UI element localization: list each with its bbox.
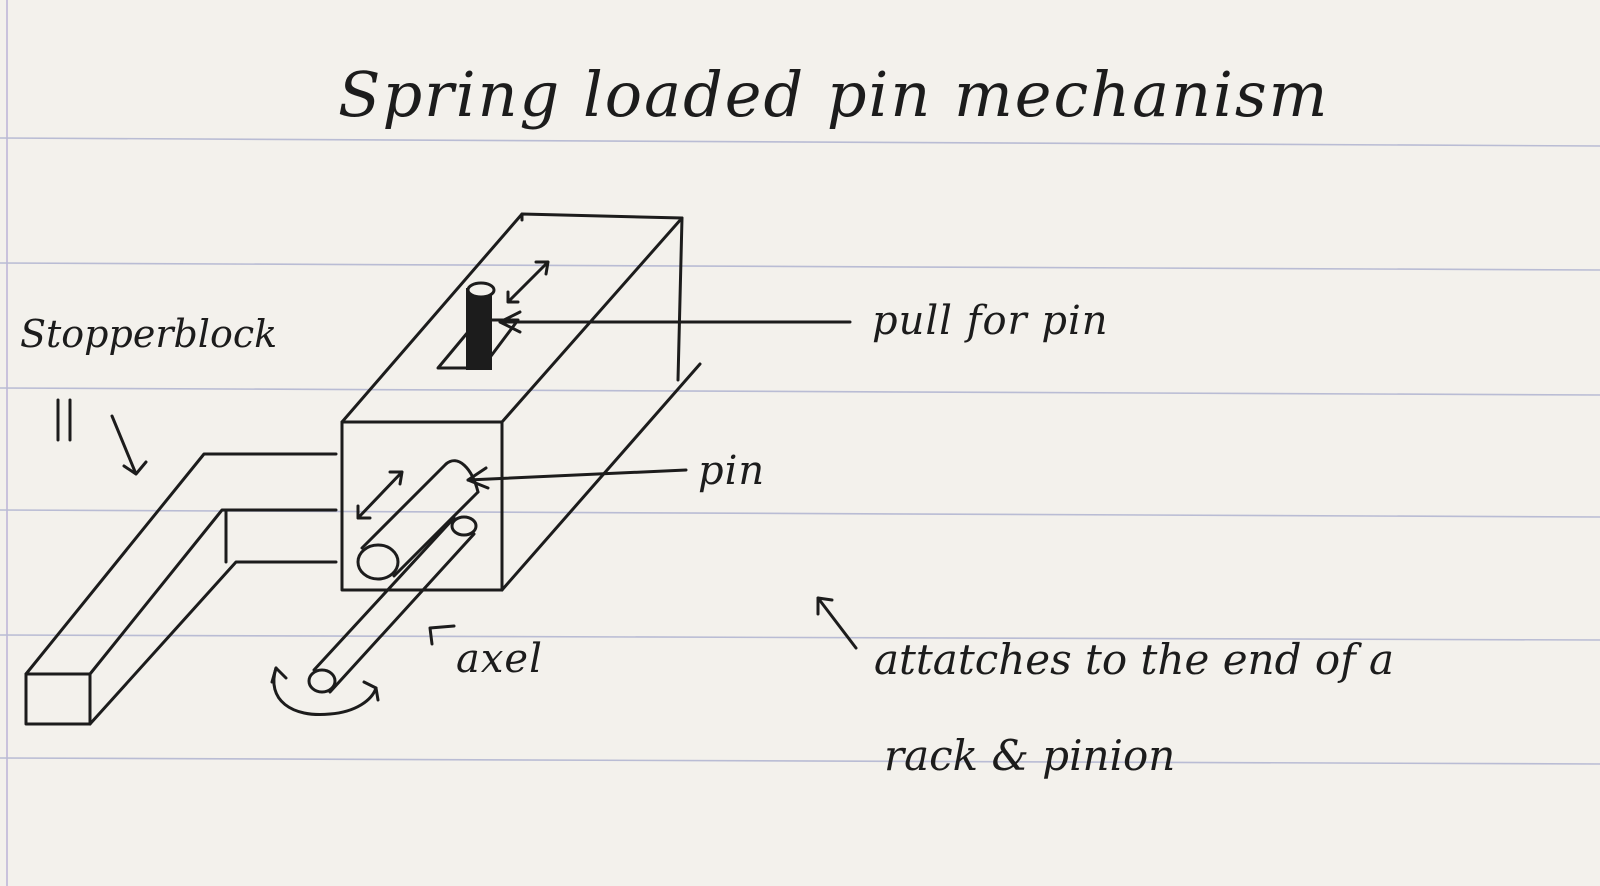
pin-label: pin [698, 448, 766, 494]
leader-lines [56, 310, 858, 650]
rotation-arrow-icon [270, 666, 380, 717]
stopper-block-label: Stopperblock [20, 312, 278, 356]
note-line-2: rack & pinion [884, 731, 1176, 780]
page-title: Spring loaded pin mechanism [338, 58, 1330, 131]
attachment-note: attatches to the end of a rack & pinion [874, 612, 1394, 804]
pull-pin [436, 260, 550, 370]
note-line-1: attatches to the end of a [874, 635, 1395, 684]
stopper-block [24, 452, 338, 726]
pin-block-drawing [340, 212, 702, 592]
axle [307, 459, 480, 694]
axel-label: axel [456, 636, 543, 682]
pull-pin-label: pull for pin [872, 298, 1109, 344]
